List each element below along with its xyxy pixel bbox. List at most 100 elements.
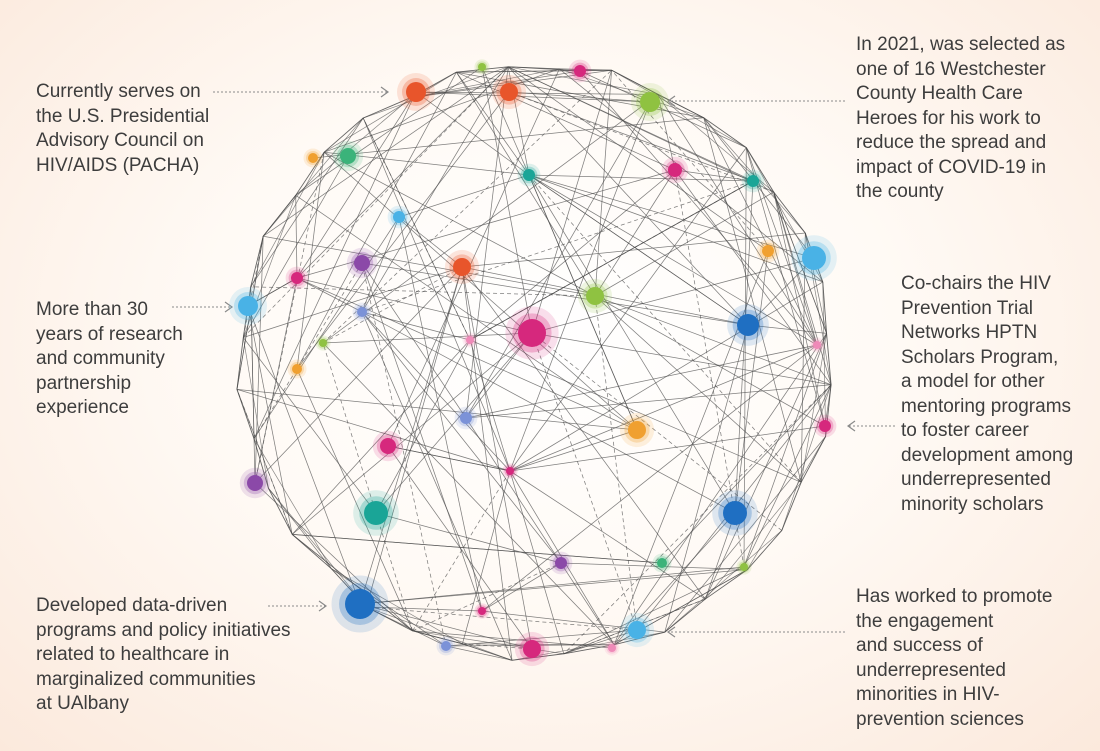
connection-line xyxy=(296,72,457,370)
connection-line xyxy=(322,94,659,344)
connection-line xyxy=(361,262,467,419)
connection-line xyxy=(250,286,256,484)
connection-line xyxy=(250,236,264,287)
connection-line xyxy=(461,266,706,600)
connection-line xyxy=(361,216,400,313)
connection-line xyxy=(359,266,463,605)
connection-line xyxy=(508,91,754,182)
connection-line xyxy=(242,236,264,338)
connection-line xyxy=(445,645,513,661)
connection-line xyxy=(398,216,463,268)
network-node xyxy=(239,467,271,499)
callout-ualbany-programs: Developed data-driven programs and polic… xyxy=(36,595,291,714)
connection-line xyxy=(331,568,447,647)
network-node xyxy=(652,553,672,573)
connection-line xyxy=(528,174,749,326)
connection-line xyxy=(469,339,511,472)
connection-line xyxy=(359,603,533,650)
callout-research-experience: More than 30 years of research and commu… xyxy=(36,299,183,418)
connection-line xyxy=(611,69,769,252)
connection-line xyxy=(743,147,747,568)
connection-line xyxy=(268,487,367,608)
network-node xyxy=(372,430,404,462)
callout-hptn-scholars: Co-chairs the HIV Prevention Trial Netwo… xyxy=(901,273,1074,515)
connection-line xyxy=(747,436,826,570)
connection-line xyxy=(611,69,747,148)
network-node xyxy=(353,490,399,536)
network-node xyxy=(397,73,435,111)
connection-line xyxy=(323,71,457,153)
network-node xyxy=(604,640,620,656)
network-node xyxy=(577,278,613,314)
connection-line xyxy=(412,630,463,645)
connection-line xyxy=(469,169,676,341)
connection-line xyxy=(359,566,745,605)
leader-arrow-pacha xyxy=(213,86,390,98)
connection-line xyxy=(465,384,832,419)
network-node xyxy=(346,247,378,279)
connection-line xyxy=(247,305,293,535)
connection-line xyxy=(800,333,827,483)
connection-line xyxy=(323,151,596,297)
connection-line xyxy=(242,337,269,489)
connection-line xyxy=(509,101,651,472)
connection-line xyxy=(262,66,509,237)
connection-line xyxy=(579,70,818,346)
connection-line xyxy=(296,368,413,631)
connection-line xyxy=(674,169,832,385)
leader-arrow-promote xyxy=(666,626,845,638)
connection-lines xyxy=(236,66,832,661)
connection-line xyxy=(508,91,651,103)
network-node xyxy=(517,163,541,187)
connection-line xyxy=(253,438,332,569)
connection-line xyxy=(509,470,706,600)
connection-line xyxy=(664,530,783,633)
connection-line xyxy=(560,562,748,570)
connection-line xyxy=(254,152,325,484)
connection-line xyxy=(579,70,747,148)
connection-line xyxy=(531,332,832,386)
connection-line xyxy=(664,598,706,633)
connection-line xyxy=(773,191,827,334)
network-node xyxy=(549,551,573,575)
connection-line xyxy=(291,332,533,535)
connection-line xyxy=(822,281,828,334)
network-node xyxy=(505,306,559,360)
connection-line xyxy=(415,91,658,95)
connection-line xyxy=(323,68,560,153)
nodes xyxy=(229,59,837,667)
network-node xyxy=(619,412,655,448)
connection-line xyxy=(295,66,483,196)
network-node xyxy=(736,559,752,575)
connection-line xyxy=(531,257,815,334)
connection-line xyxy=(236,337,244,390)
connection-line xyxy=(323,151,638,431)
connection-line xyxy=(703,117,802,483)
connection-line xyxy=(773,191,806,234)
connection-line xyxy=(366,606,483,612)
network-node xyxy=(741,169,765,193)
network-node xyxy=(631,83,669,121)
network-node xyxy=(756,239,780,263)
connection-line xyxy=(361,262,447,647)
connection-line xyxy=(412,470,511,631)
connection-line xyxy=(745,147,826,427)
network-node xyxy=(352,302,372,322)
network-node xyxy=(502,463,518,479)
network-node xyxy=(619,612,655,648)
connection-line xyxy=(262,117,364,237)
leader-arrow-research xyxy=(172,301,234,313)
connection-line xyxy=(594,295,826,427)
connection-line xyxy=(292,534,663,564)
connection-line xyxy=(236,389,293,535)
leader-lines xyxy=(172,86,895,638)
connection-line xyxy=(481,344,818,612)
connection-line xyxy=(461,232,806,268)
network-node xyxy=(285,266,309,290)
connection-line xyxy=(594,295,832,386)
connection-line xyxy=(613,333,827,645)
connection-line xyxy=(295,195,298,279)
connection-line xyxy=(743,333,827,568)
callout-hiv-prevention: Has worked to promote the engagement and… xyxy=(856,586,1053,730)
